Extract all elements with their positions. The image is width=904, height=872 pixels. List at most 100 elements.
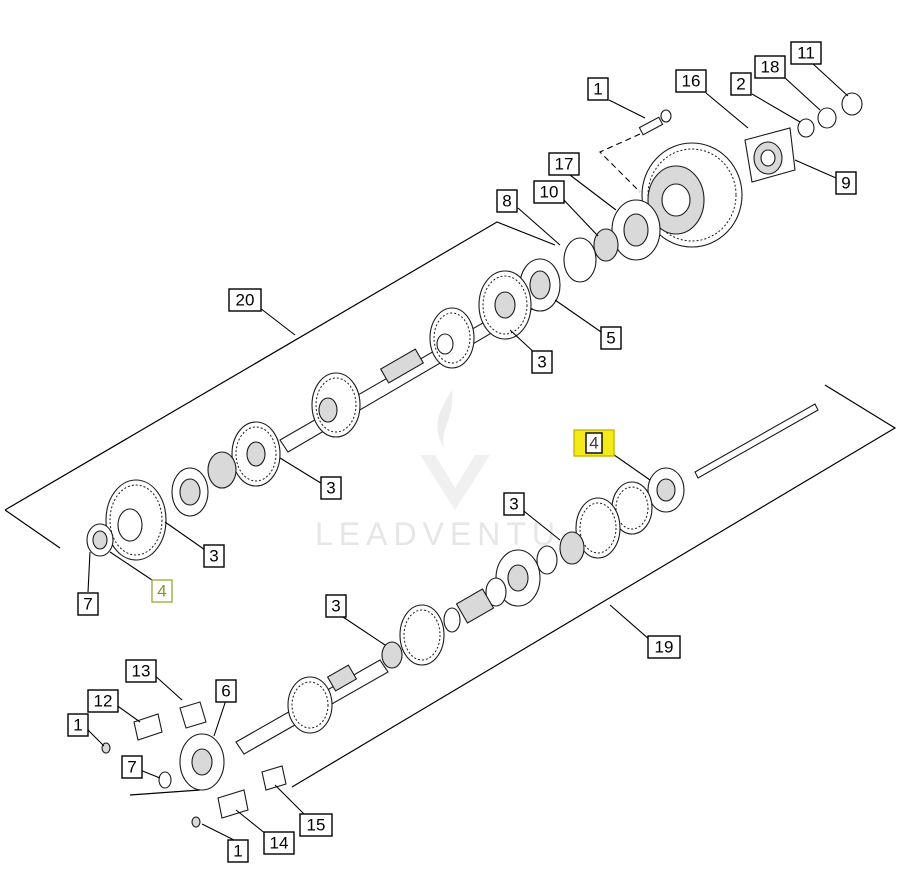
svg-text:3: 3 (537, 353, 546, 372)
bolt-alignment-line (599, 133, 641, 193)
callout-11: 11 (790, 41, 822, 65)
upper-gear-part (311, 372, 361, 438)
callout-6: 6 (215, 679, 237, 703)
ring-part (536, 545, 558, 575)
needle-roller-part (455, 588, 495, 624)
svg-text:8: 8 (502, 192, 511, 211)
svg-text:4: 4 (157, 582, 166, 601)
svg-text:20: 20 (236, 291, 255, 310)
synchro-part (495, 549, 541, 607)
svg-text:7: 7 (83, 595, 92, 614)
bearing-4-highlighted-part (647, 467, 685, 513)
callout-16: 16 (675, 69, 707, 93)
svg-text:13: 13 (132, 662, 151, 681)
svg-text:14: 14 (270, 834, 289, 853)
pin-part (694, 403, 819, 479)
bolt-part (638, 109, 672, 136)
callout-1-mid: 1 (67, 713, 89, 737)
ring-part (443, 607, 461, 633)
callout-13: 13 (125, 659, 157, 683)
lower-gear-part (399, 604, 445, 666)
callout-10: 10 (533, 180, 565, 204)
plate-part (261, 765, 287, 791)
callout-18: 18 (754, 55, 786, 79)
output-shaft-gear-part (287, 676, 333, 734)
upper-shaft-assembly (86, 258, 561, 561)
svg-text:9: 9 (841, 174, 850, 193)
assembly-frame-20 (4, 221, 556, 549)
svg-text:2: 2 (736, 75, 745, 94)
snap-ring-part (563, 237, 597, 283)
callout-20: 20 (228, 288, 262, 312)
callout-2: 2 (730, 72, 752, 96)
svg-text:3: 3 (331, 597, 340, 616)
needle-bearing-part (559, 531, 585, 565)
callout-5: 5 (600, 326, 622, 350)
callout-14: 14 (263, 831, 295, 855)
svg-text:18: 18 (761, 58, 780, 77)
watermark-text: LEADVENTU (315, 516, 561, 552)
needle-bearing-part (381, 641, 403, 669)
washer-part (797, 118, 815, 138)
ring-part (817, 107, 837, 129)
callout-3-d: 3 (203, 544, 225, 568)
watermark-logo-icon (420, 390, 490, 510)
assembly-frame-19 (129, 384, 897, 796)
callout-4-highlight: 4 (573, 429, 615, 457)
callout-4-lower: 4 (151, 579, 173, 603)
retainer-plate-part (133, 713, 163, 741)
svg-text:17: 17 (555, 155, 574, 174)
watermark: LEADVENTU (315, 390, 561, 552)
nut-part (841, 92, 863, 116)
callout-1-top: 1 (587, 77, 609, 101)
ring-part (485, 577, 507, 607)
svg-text:6: 6 (221, 682, 230, 701)
callout-3-a: 3 (531, 350, 553, 374)
upper-gear-part (478, 270, 532, 340)
callout-3-b: 3 (320, 476, 342, 500)
upper-gear-part (105, 479, 167, 561)
callout-1-bottom: 1 (227, 839, 249, 863)
callout-8: 8 (496, 189, 518, 213)
svg-text:3: 3 (326, 479, 335, 498)
lower-shaft-assembly (101, 403, 819, 828)
callout-3-c: 3 (503, 492, 525, 516)
svg-text:19: 19 (655, 638, 674, 657)
svg-text:1: 1 (233, 842, 242, 861)
bearing-4-part (86, 523, 114, 557)
callout-12: 12 (87, 689, 119, 713)
svg-text:10: 10 (540, 183, 559, 202)
svg-text:7: 7 (127, 758, 136, 777)
spline-part (379, 348, 425, 384)
flange-part (744, 127, 796, 183)
svg-text:16: 16 (682, 72, 701, 91)
callout-7-lower: 7 (121, 755, 143, 779)
bearing-part (593, 228, 619, 262)
svg-text:15: 15 (307, 816, 326, 835)
o-ring-part (158, 771, 172, 789)
needle-bearing-part (207, 451, 237, 489)
upper-gear-part (429, 307, 475, 369)
svg-text:4: 4 (589, 434, 598, 453)
svg-text:3: 3 (209, 547, 218, 566)
svg-text:1: 1 (73, 716, 82, 735)
retainer-plate-part (179, 701, 207, 729)
callout-17: 17 (548, 152, 580, 176)
spline-part (326, 664, 358, 692)
synchro-part (171, 467, 209, 517)
callout-7-upper: 7 (77, 592, 99, 616)
callout-3-e: 3 (325, 594, 347, 618)
callout-19: 19 (647, 635, 681, 659)
callout-labels: 1 16 2 18 11 9 17 10 (67, 41, 857, 863)
bearing-6-part (179, 733, 225, 791)
plate-part (217, 789, 249, 819)
upper-gear-part (231, 421, 281, 487)
callout-9: 9 (835, 171, 857, 195)
bearing-carrier-part (611, 199, 661, 261)
svg-text:3: 3 (509, 495, 518, 514)
gear-housing-part (641, 142, 743, 248)
bolt-part (191, 816, 201, 828)
hub-assembly (563, 92, 863, 283)
